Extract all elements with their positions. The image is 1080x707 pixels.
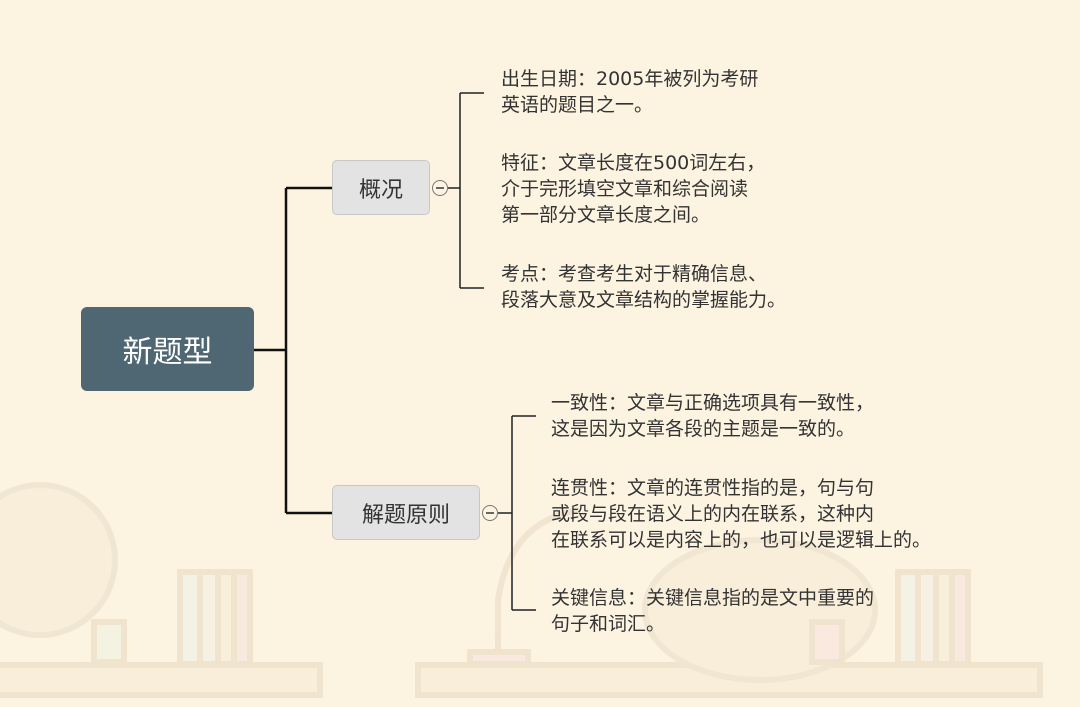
collapse-toggle-icon[interactable] — [432, 180, 448, 196]
root-connector — [254, 186, 332, 515]
branch2-connector — [498, 415, 536, 611]
leaf-topic[interactable]: 连贯性：文章的连贯性指的是，句与句 或段与段在语义上的内在联系，这种内 在联系可… — [551, 477, 932, 551]
branch1-connector — [448, 92, 484, 289]
branch-topic-overview[interactable]: 概况 — [332, 160, 430, 215]
leaf-topic[interactable]: 关键信息：关键信息指的是文中重要的 句子和词汇。 — [551, 587, 875, 635]
branch-topic-principles[interactable]: 解题原则 — [332, 485, 480, 540]
leaf-topic[interactable]: 一致性：文章与正确选项具有一致性， 这是因为文章各段的主题是一致的。 — [551, 392, 875, 440]
root-topic[interactable]: 新题型 — [81, 307, 254, 391]
collapse-toggle-icon[interactable] — [482, 505, 498, 521]
leaf-topic[interactable]: 出生日期：2005年被列为考研 英语的题目之一。 — [501, 68, 759, 116]
leaf-topic[interactable]: 考点：考查考生对于精确信息、 段落大意及文章结构的掌握能力。 — [501, 263, 787, 311]
leaf-topic[interactable]: 特征：文章长度在500词左右， 介于完形填空文章和综合阅读 第一部分文章长度之间… — [501, 152, 766, 226]
